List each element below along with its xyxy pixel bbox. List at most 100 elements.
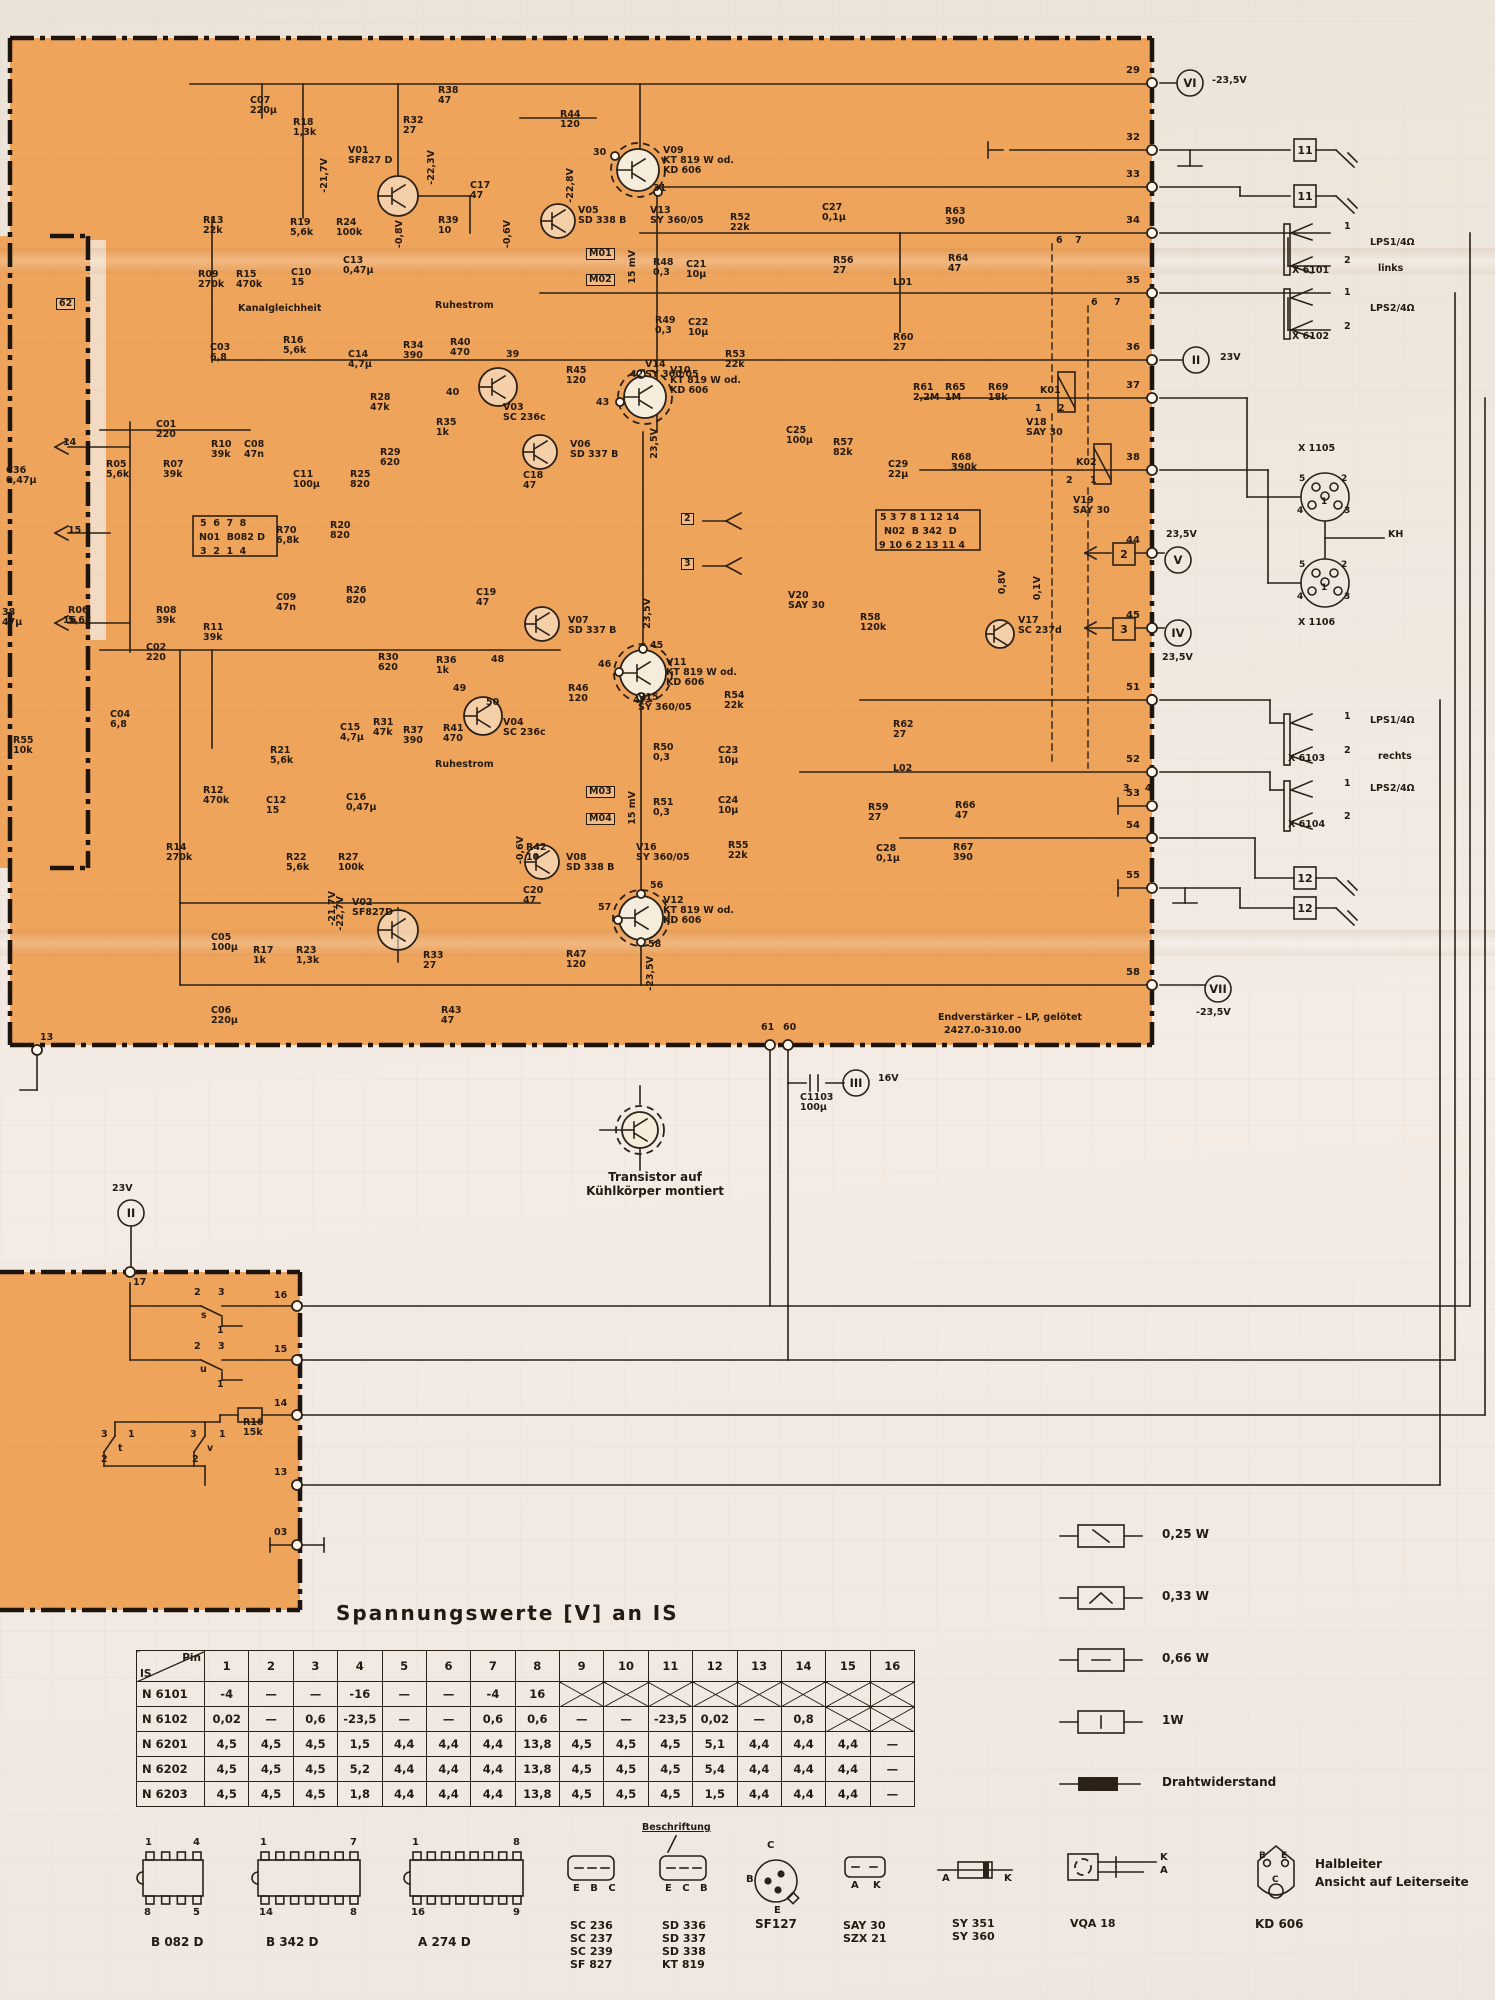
- table-cell: 4,5: [248, 1756, 294, 1782]
- table-cell: 4,4: [470, 1781, 516, 1807]
- svg-text:12: 12: [1297, 902, 1312, 915]
- table-cell: —: [381, 1706, 427, 1732]
- table-row-label: N 6201: [136, 1731, 205, 1757]
- table-header: 8: [514, 1650, 561, 1682]
- table-cell: 4,4: [425, 1756, 472, 1782]
- table-cell: 4,4: [825, 1756, 871, 1782]
- table-cell-crossed: [780, 1681, 827, 1707]
- table-cell: —: [869, 1731, 916, 1757]
- table-cell: 4,4: [736, 1756, 782, 1782]
- table-cell: -23,5: [337, 1706, 383, 1732]
- table-cell: —: [425, 1706, 472, 1732]
- table-cell: -23,5: [647, 1706, 694, 1732]
- table-cell-crossed: [736, 1681, 782, 1707]
- table-cell: 4,4: [825, 1781, 871, 1807]
- table-cell: 5,2: [337, 1756, 383, 1782]
- switch-board-region: [0, 1272, 300, 1610]
- table-cell: —: [558, 1706, 605, 1732]
- table-cell: 4,4: [780, 1731, 827, 1757]
- table-cell: —: [425, 1681, 472, 1707]
- table-header: 16: [869, 1650, 916, 1682]
- table-cell: 4,5: [248, 1781, 294, 1807]
- svg-text:VI: VI: [1183, 76, 1196, 90]
- svg-text:11: 11: [1297, 190, 1312, 203]
- svg-text:II: II: [127, 1206, 136, 1220]
- table-cell: —: [292, 1681, 339, 1707]
- table-cell: 4,4: [736, 1731, 782, 1757]
- table-cell-crossed: [825, 1681, 871, 1707]
- table-cell: —: [248, 1681, 294, 1707]
- table-header: 11: [647, 1650, 694, 1682]
- table-row-label: N 6202: [136, 1756, 205, 1782]
- table-cell: —: [603, 1706, 649, 1732]
- table-header: 2: [248, 1650, 294, 1682]
- svg-text:IV: IV: [1171, 626, 1184, 640]
- table-cell-crossed: [558, 1681, 605, 1707]
- table-cell: —: [869, 1756, 916, 1782]
- table-cell: 16: [514, 1681, 561, 1707]
- table-cell-crossed: [825, 1706, 871, 1732]
- table-cell: 4,5: [292, 1731, 339, 1757]
- table-cell: —: [381, 1681, 427, 1707]
- board-title: Endverstärker – LP, gelötet: [938, 1012, 1082, 1023]
- table-cell: 4,4: [425, 1731, 472, 1757]
- table-header: 3: [292, 1650, 339, 1682]
- table-cell: 4,5: [647, 1731, 694, 1757]
- svg-text:VII: VII: [1209, 982, 1226, 996]
- table-cell: 4,5: [603, 1781, 649, 1807]
- table-cell: 4,4: [381, 1731, 427, 1757]
- table-cell: 0,8: [780, 1706, 827, 1732]
- table-header: 6: [425, 1650, 472, 1682]
- table-cell: 0,02: [692, 1706, 738, 1732]
- table-header: 13: [736, 1650, 782, 1682]
- table-cell: 4,5: [203, 1781, 250, 1807]
- table-row-label: N 6101: [136, 1681, 205, 1707]
- table-cell: 4,4: [780, 1781, 827, 1807]
- board-part-number: 2427.0-310.00: [944, 1025, 1022, 1036]
- table-cell: 4,4: [825, 1731, 871, 1757]
- table-cell: 0,6: [514, 1706, 561, 1732]
- table-cell: 13,8: [514, 1731, 561, 1757]
- table-cell: 1,5: [337, 1731, 383, 1757]
- svg-text:12: 12: [1297, 872, 1312, 885]
- table-header: 7: [470, 1650, 516, 1682]
- table-cell: 4,4: [381, 1756, 427, 1782]
- table-cell: 4,5: [203, 1756, 250, 1782]
- beschriftung-label: Beschriftung: [642, 1822, 711, 1833]
- table-cell: 13,8: [514, 1756, 561, 1782]
- svg-text:3: 3: [1120, 623, 1128, 636]
- table-cell: 4,5: [292, 1781, 339, 1807]
- table-cell: 4,5: [603, 1756, 649, 1782]
- table-cell: 4,4: [470, 1756, 516, 1782]
- table-cell: —: [869, 1781, 916, 1807]
- table-header: 15: [825, 1650, 871, 1682]
- table-cell: 4,5: [647, 1781, 694, 1807]
- table-cell: 0,6: [292, 1706, 339, 1732]
- table-cell: -16: [337, 1681, 383, 1707]
- table-header: 1: [203, 1650, 250, 1682]
- table-cell: 4,5: [558, 1756, 605, 1782]
- table-cell: —: [736, 1706, 782, 1732]
- semiconductor-note: Halbleiter Ansicht auf Leiterseite: [1315, 1857, 1469, 1889]
- table-cell-crossed: [692, 1681, 738, 1707]
- table-cell: 4,5: [292, 1756, 339, 1782]
- svg-text:III: III: [850, 1076, 863, 1090]
- table-cell: 4,5: [558, 1731, 605, 1757]
- table-cell: 0,6: [470, 1706, 516, 1732]
- table-row-label: N 6203: [136, 1781, 205, 1807]
- table-cell-crossed: [869, 1706, 916, 1732]
- table-header: 12: [692, 1650, 738, 1682]
- table-cell: 4,5: [603, 1731, 649, 1757]
- table-cell: -4: [470, 1681, 516, 1707]
- svg-text:V: V: [1174, 553, 1183, 567]
- table-cell-crossed: [603, 1681, 649, 1707]
- voltage-table-title: Spannungswerte [V] an IS: [336, 1601, 679, 1625]
- table-cell: 4,4: [425, 1781, 472, 1807]
- table-cell: 1,8: [337, 1781, 383, 1807]
- table-cell: 4,4: [736, 1781, 782, 1807]
- table-cell: 13,8: [514, 1781, 561, 1807]
- table-cell: 5,1: [692, 1731, 738, 1757]
